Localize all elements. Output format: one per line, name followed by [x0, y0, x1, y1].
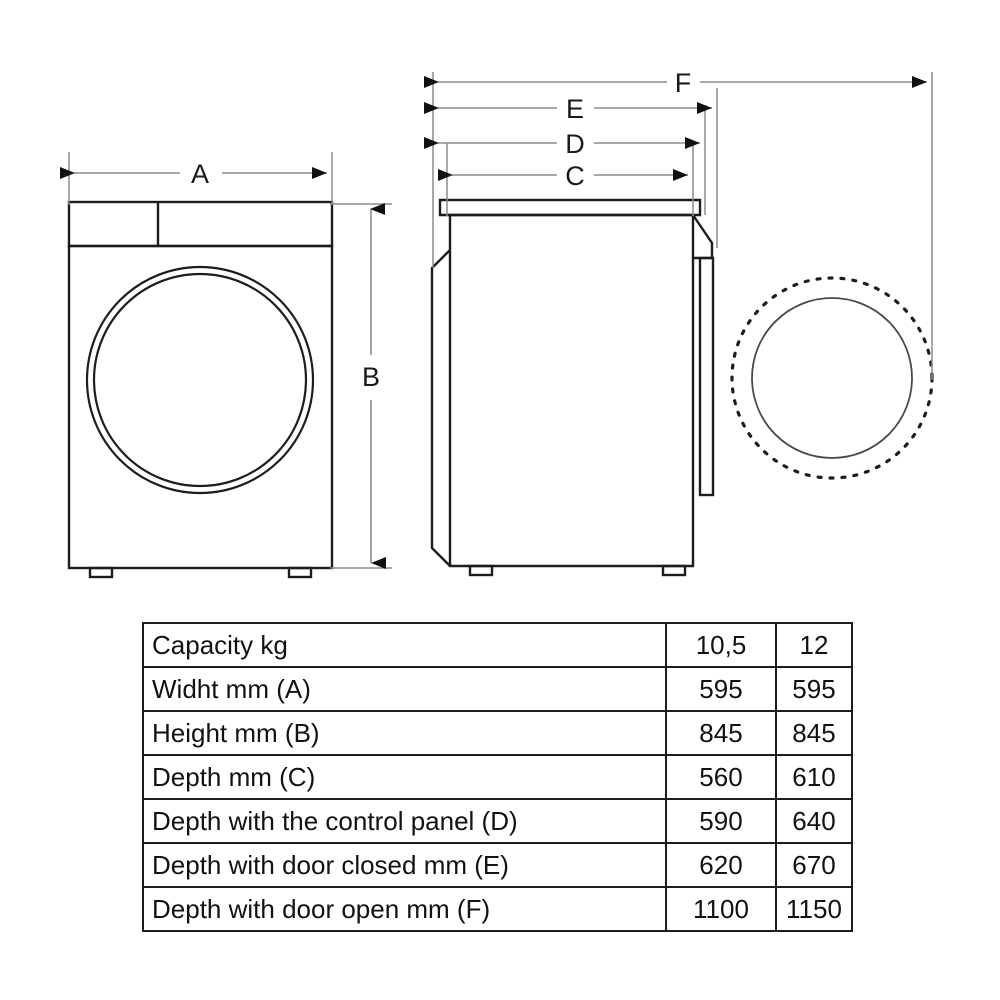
dimension-label-d: D	[565, 129, 585, 159]
table-row: Widht mm (A) 595 595	[142, 666, 853, 712]
front-control-panel	[67, 200, 334, 248]
table-cell-value-1: 620	[665, 842, 777, 888]
front-door-inner-ring	[92, 272, 308, 488]
specifications-table-body: Capacity kg 10,5 12 Widht mm (A) 595 595…	[142, 622, 853, 932]
table-cell-value-1: 590	[665, 798, 777, 844]
table-row: Depth mm (C) 560 610	[142, 754, 853, 800]
door-swing-arc-dashed	[730, 276, 934, 480]
table-cell-value-1: 1100	[665, 886, 777, 932]
dimension-label-c: C	[565, 161, 585, 191]
side-door-strip	[698, 256, 715, 497]
dimension-label-a: A	[190, 159, 209, 189]
table-cell-value-2: 1150	[775, 886, 853, 932]
specifications-table: Capacity kg 10,5 12 Widht mm (A) 595 595…	[142, 622, 853, 932]
side-control-panel-plate	[438, 198, 702, 217]
table-cell-value-1: 560	[665, 754, 777, 800]
table-cell-label: Height mm (B)	[142, 710, 667, 756]
table-row: Height mm (B) 845 845	[142, 710, 853, 756]
table-row: Depth with door closed mm (E) 620 670	[142, 842, 853, 888]
side-extension-lines	[432, 72, 933, 380]
side-foot-left	[468, 564, 494, 577]
table-row: Capacity kg 10,5 12	[142, 622, 853, 668]
door-glass-circle	[751, 297, 913, 459]
table-cell-label: Capacity kg	[142, 622, 667, 668]
side-rear-panel	[430, 249, 451, 567]
table-cell-value-1: 845	[665, 710, 777, 756]
front-extension-lines	[68, 152, 392, 569]
table-cell-label: Depth with door closed mm (E)	[142, 842, 667, 888]
front-foot-left	[88, 566, 114, 579]
dimension-label-b: B	[361, 362, 380, 392]
table-row: Depth with the control panel (D) 590 640	[142, 798, 853, 844]
table-row: Depth with door open mm (F) 1100 1150	[142, 886, 853, 932]
table-cell-value-1: 10,5	[665, 622, 777, 668]
front-cabinet	[67, 244, 334, 570]
table-cell-value-2: 12	[775, 622, 853, 668]
dimension-label-e: E	[565, 94, 584, 124]
table-cell-value-2: 595	[775, 666, 853, 712]
side-cabinet-body	[448, 213, 695, 568]
door-open-swing	[730, 276, 934, 480]
table-cell-label: Depth with door open mm (F)	[142, 886, 667, 932]
table-cell-value-2: 670	[775, 842, 853, 888]
table-cell-label: Widht mm (A)	[142, 666, 667, 712]
table-cell-label: Depth with the control panel (D)	[142, 798, 667, 844]
front-door-outer-ring	[85, 265, 315, 495]
front-foot-right	[287, 566, 313, 579]
side-foot-right	[661, 564, 687, 577]
side-door-hinge-bracket	[692, 214, 714, 260]
table-cell-value-2: 610	[775, 754, 853, 800]
side-view	[430, 198, 715, 577]
table-cell-value-2: 640	[775, 798, 853, 844]
dimension-label-f: F	[674, 68, 692, 98]
table-cell-label: Depth mm (C)	[142, 754, 667, 800]
table-cell-value-2: 845	[775, 710, 853, 756]
table-cell-value-1: 595	[665, 666, 777, 712]
front-view	[67, 200, 334, 579]
